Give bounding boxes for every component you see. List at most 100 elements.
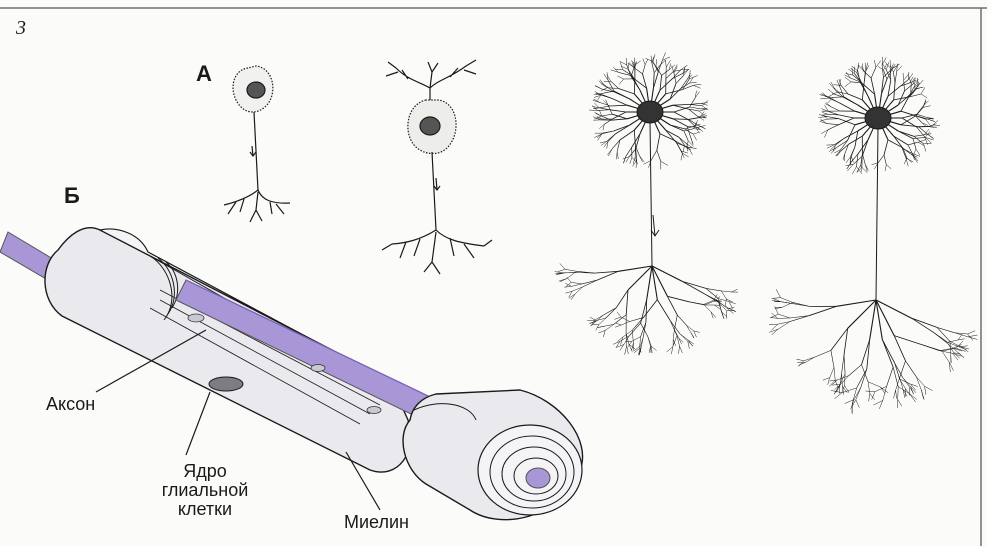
dendrite-branch [674, 315, 677, 330]
dendrite-branch [629, 149, 635, 157]
dendrite-branch [901, 116, 916, 125]
dendrite-branch [869, 393, 870, 401]
dendrite-branch [834, 393, 842, 399]
dendrite-branch [895, 72, 897, 83]
panel-a-label: А [196, 62, 212, 85]
dendrite-branch [876, 61, 881, 68]
dendrite-branch [898, 94, 911, 105]
dendrite-branch [903, 73, 904, 80]
dendrite-branch [572, 284, 583, 286]
dendrite-branch [690, 107, 700, 109]
dendrite-branch [616, 151, 617, 159]
dendrite-branch [837, 151, 841, 156]
dendrite-branch [856, 400, 860, 408]
neuron-multipolar-icon [769, 57, 978, 414]
dendrite-branch [611, 105, 627, 106]
dendrite-branch [815, 350, 831, 357]
dendrite-branch [624, 156, 626, 163]
dendrite-branch [666, 130, 679, 137]
dendrite-branch [906, 361, 917, 377]
dendrite-branch [862, 153, 865, 164]
dendrite-branch [770, 314, 778, 318]
dendrite-branch [829, 147, 837, 151]
dendrite-branch [572, 287, 582, 291]
dendrite-branch [862, 64, 863, 71]
dendrite-branch [694, 331, 700, 333]
dendrite-branch [621, 322, 630, 326]
dendrite-branch [643, 59, 646, 65]
myelinated-axon-icon [0, 228, 583, 520]
dendrite-branch [913, 139, 916, 149]
dendrite-branch [914, 135, 924, 137]
dendrite-branch [851, 68, 857, 72]
dendrite-branch [904, 74, 909, 80]
dendrite-branch [617, 312, 621, 317]
dendrite-branch [660, 75, 662, 90]
dendrite-branch [564, 286, 571, 287]
dendrite-branch [589, 110, 597, 111]
dendrite-branch [858, 140, 868, 154]
dendrite-branch [846, 157, 851, 163]
dendrite-branch [616, 290, 628, 308]
neuron-pyramidal-icon [555, 52, 738, 355]
dendrite-branch [632, 318, 643, 331]
dendrite-branch [927, 134, 934, 138]
dendrite-branch [882, 340, 894, 364]
dendrite-branch [968, 337, 977, 340]
dendrite-branch [929, 127, 938, 128]
dendrite-branch [618, 76, 624, 79]
dendrite-branch [732, 289, 738, 292]
dendrite-branch [693, 85, 700, 88]
dendrite-branch [898, 131, 913, 139]
dendrite-branch [885, 62, 891, 68]
dendrite-branch [633, 343, 634, 352]
dendrite-branch [783, 302, 793, 307]
dendrite-branch [614, 92, 630, 99]
nucleus-leader-line [186, 392, 210, 455]
dendrite-branch [834, 88, 838, 92]
dendrite-branch [643, 65, 646, 74]
dendrite-branch [831, 350, 834, 367]
dendrite-branch [922, 123, 928, 126]
dendrite-branch [826, 97, 834, 98]
dendrite-branch [894, 336, 922, 345]
dendrite-branch [676, 76, 683, 84]
dendrite-branch [823, 378, 830, 381]
dendrite-branch [602, 131, 614, 134]
dendrite-branch [894, 136, 908, 145]
dendrite-branch [608, 149, 612, 156]
dendrite-branch [645, 59, 648, 65]
dendrite-branch [916, 377, 924, 386]
dendrite-branch [619, 79, 624, 84]
dendrite-branch [693, 134, 696, 140]
dendrite-branch [848, 69, 854, 73]
dendrite-branch [828, 97, 839, 103]
dendrite-branch [693, 132, 700, 134]
dendrite-branch [905, 84, 914, 91]
figure-number: 3 [16, 18, 26, 39]
dendrite-branch [656, 66, 662, 75]
axon-label: Аксон [46, 395, 95, 414]
dendrite-branch [689, 118, 700, 120]
dendrite-branch [620, 130, 634, 140]
dendrite-branch [923, 106, 930, 108]
dendrite-branch [673, 330, 674, 340]
dendrite-branch [674, 112, 688, 119]
dendrite-branch [907, 158, 912, 163]
dendrite-branch [651, 150, 657, 160]
dendrite-branch [643, 300, 657, 318]
dendrite-branch [658, 60, 662, 72]
dendrite-branch [721, 291, 731, 292]
dendrite-branch [571, 282, 582, 284]
dendrite-branch [896, 390, 897, 399]
dendrite-branch [820, 98, 828, 99]
dendrite-branch [648, 337, 652, 347]
dendrite-branch [729, 308, 737, 312]
dendrite-branch [614, 317, 621, 319]
dendrite-branch [834, 386, 839, 394]
dendrite-branch [704, 301, 714, 305]
dendrite-branch [626, 58, 627, 65]
dendrite-branch [900, 361, 906, 378]
dendrite-branch [565, 269, 577, 271]
dendrite-branch [689, 302, 704, 305]
